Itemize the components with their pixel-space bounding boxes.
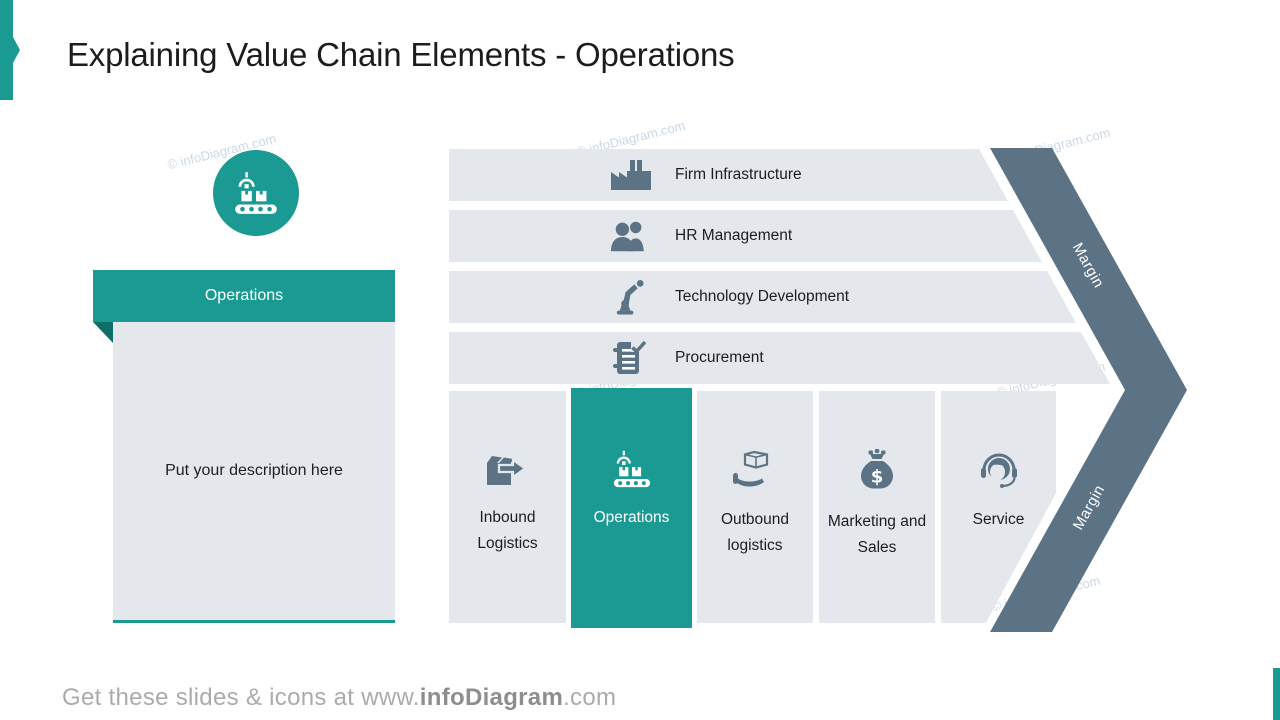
footer-suffix: .com: [563, 684, 617, 711]
primary-column-marketing-and-sales: $ Marketing and Sales: [819, 391, 935, 623]
support-row-label: Firm Infrastructure: [675, 166, 802, 183]
support-row-label: Procurement: [675, 349, 764, 366]
left-panel-header-label: Operations: [204, 287, 284, 304]
left-accent-chevron-icon: [13, 37, 20, 63]
bottom-right-accent-bar: [1273, 668, 1280, 720]
primary-column-label: Marketing and Sales: [827, 513, 927, 556]
conveyor-operations-icon: [610, 449, 654, 489]
svg-text:$: $: [871, 467, 884, 488]
factory-icon: [610, 159, 652, 191]
page-title: Explaining Value Chain Elements - Operat…: [67, 36, 735, 73]
primary-column-outbound-logistics: Outbound logistics: [697, 391, 813, 623]
box-arrow-icon: [485, 449, 531, 489]
conveyor-operations-icon: [231, 170, 281, 216]
primary-column-label: Inbound Logistics: [477, 509, 538, 552]
money-bag-icon: $: [857, 449, 897, 493]
operations-badge: [213, 150, 299, 236]
people-icon: [610, 220, 650, 253]
support-row-label: Technology Development: [675, 288, 850, 305]
primary-column-inbound-logistics: Inbound Logistics: [449, 391, 566, 623]
footer-prefix: Get these slides & icons at www.: [62, 684, 420, 711]
primary-column-label: Outbound logistics: [720, 511, 790, 554]
support-row-technology-development: Technology Development: [449, 271, 1076, 323]
headset-person-icon: [976, 449, 1022, 491]
footer-credit[interactable]: Get these slides & icons at www.infoDiag…: [62, 684, 616, 712]
robot-arm-icon: [610, 279, 647, 316]
support-row-firm-infrastructure: Firm Infrastructure: [449, 149, 1008, 201]
primary-column-operations: Operations: [571, 388, 692, 628]
document-check-icon: [610, 339, 646, 377]
left-accent-bar: [0, 0, 13, 100]
description-text: Put your description here: [165, 462, 343, 479]
left-panel-header: Operations: [93, 270, 395, 322]
hand-box-icon: [732, 449, 778, 491]
primary-column-label: Service: [972, 511, 1025, 528]
description-placeholder: Put your description here: [113, 322, 395, 623]
support-row-label: HR Management: [675, 227, 793, 244]
primary-column-label: Operations: [593, 509, 670, 526]
support-row-hr-management: HR Management: [449, 210, 1042, 262]
footer-brand[interactable]: infoDiagram: [419, 684, 564, 711]
support-row-procurement: Procurement: [449, 332, 1110, 384]
